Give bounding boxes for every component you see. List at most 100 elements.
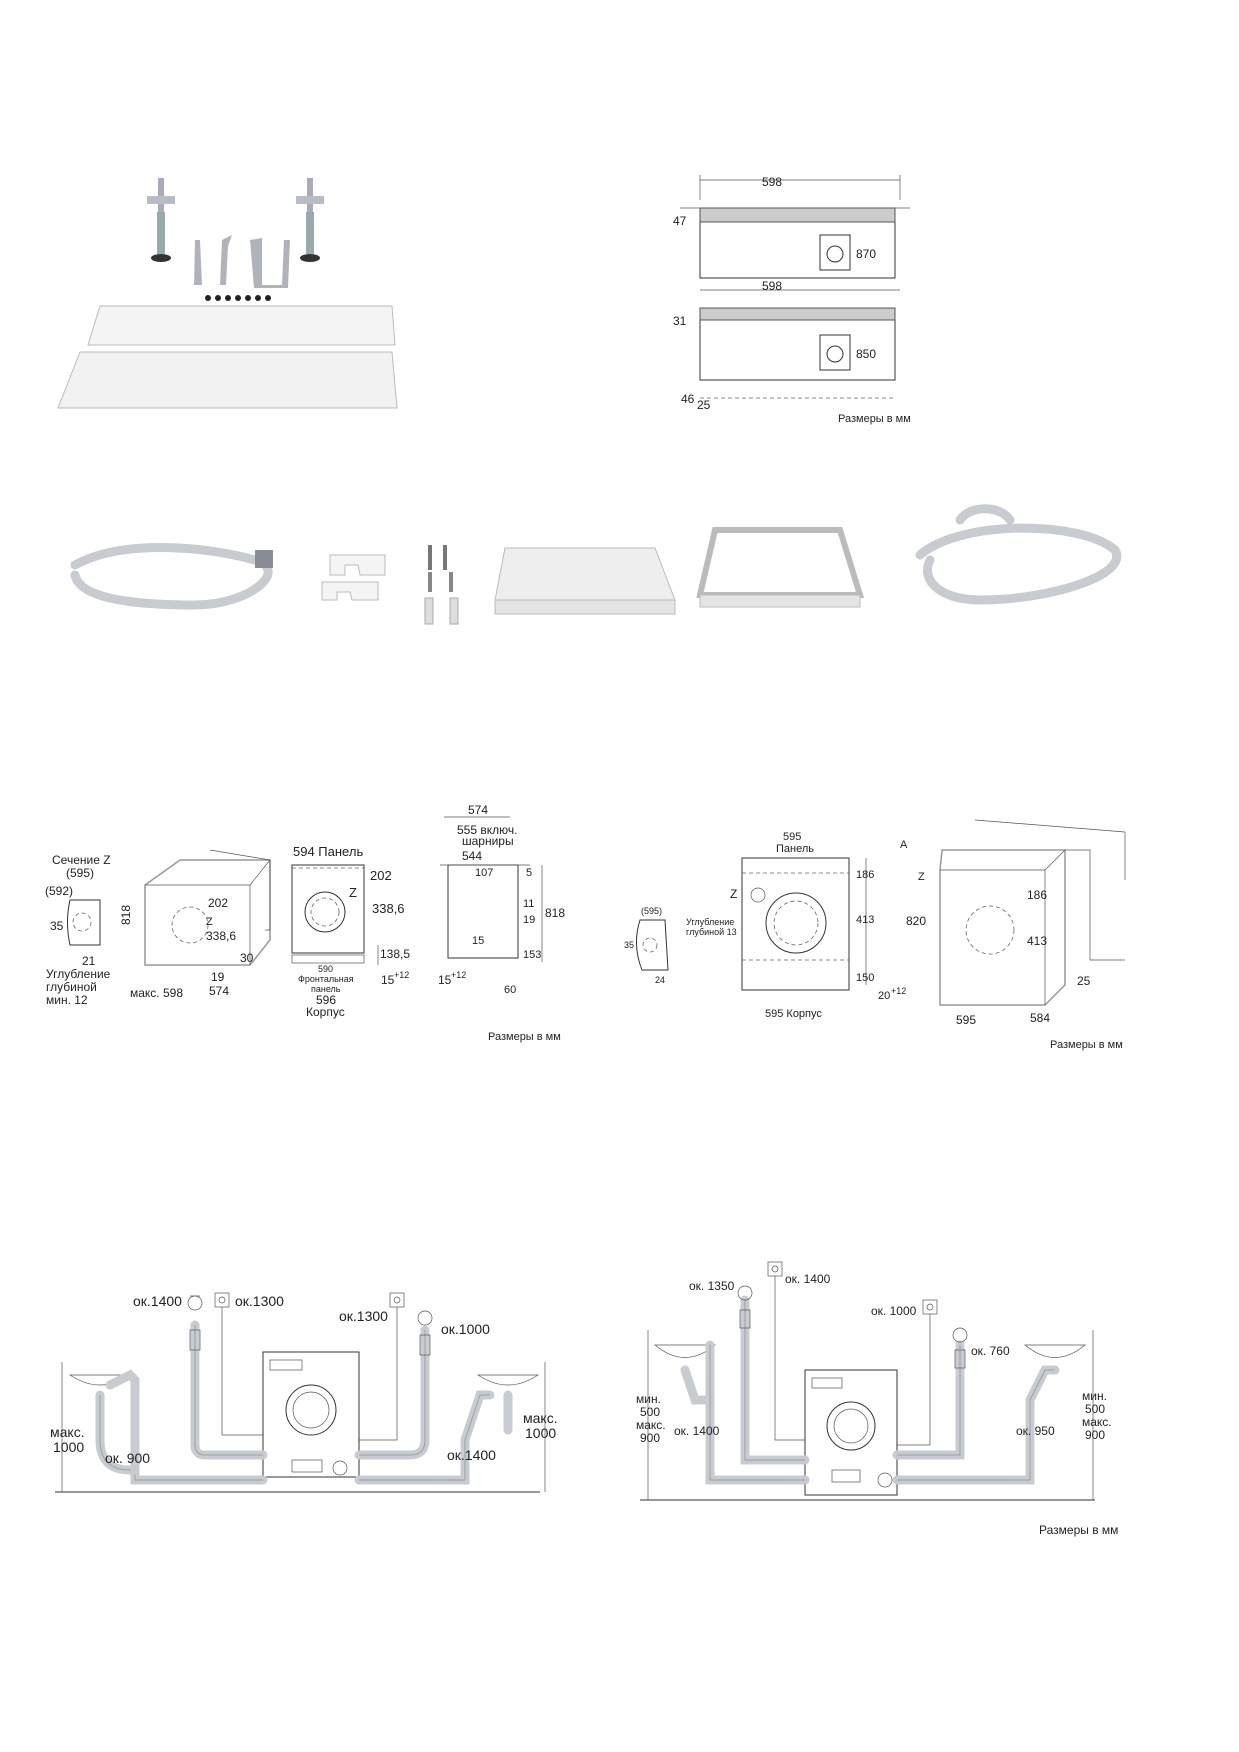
recess-label-3: мин. 12 [46,993,88,1007]
recess-label-1: Углубление [46,967,111,981]
dim-413-b: 413 [1027,934,1047,948]
dim-820: 820 [906,914,926,928]
dim-598-lower: 598 [762,279,782,293]
dim-186-a: 186 [856,869,874,881]
installation-dimensions-left: Сечение Z (595) (592) 35 21 Углубление г… [45,803,565,1043]
installation-dimensions-right: 595 Панель Z 186 413 150 20 +12 595 Корп… [624,819,1126,1051]
ok-1000: ок.1000 [441,1321,490,1337]
dim-574: 574 [468,803,488,817]
stacking-kit-drawer-icon [494,547,676,615]
dim-5: 5 [526,867,532,879]
mounting-kit-illustration [57,178,398,409]
inlet-hose-icon [70,543,273,610]
dim-1385: 138,5 [380,947,410,961]
dim-35: 35 [50,919,64,933]
dim-20: 20 [878,990,890,1002]
ok-1400-r-a: ок. 1400 [785,1272,831,1286]
ok-1300-b: ок.1300 [339,1308,388,1324]
ok-1000-r: ок. 1000 [871,1304,917,1318]
dim-19-b: 19 [523,914,535,926]
bracket-left-icon [194,235,232,285]
panel-label: Панель [776,843,814,855]
screws-anchors-icon [424,545,459,625]
foot-right-icon [296,178,324,262]
units-label-3: Размеры в мм [1050,1039,1123,1051]
ok-1400-b: ок.1400 [447,1447,496,1463]
units-label-4: Размеры в мм [1039,1523,1118,1537]
units-label-2: Размеры в мм [488,1031,561,1043]
foot-left-icon [147,178,175,262]
dim-592-paren: (592) [45,884,73,898]
dim-150: 150 [856,972,874,984]
dim-31: 31 [673,314,687,328]
dim-21: 21 [82,954,96,968]
plinth-panels-icon [57,305,398,409]
dim-595-small: (595) [641,906,662,916]
dim-186-b: 186 [1027,888,1047,902]
dim-35-small: 35 [624,940,634,950]
dim-15-c: 15 [472,935,484,947]
max-right-1: макс. [523,1410,558,1426]
dim-818-a: 818 [119,905,133,925]
plus12-b: +12 [451,970,466,980]
plumbing-diagram-left: ок.1400 ок.1300 ок.1300 ок.1000 макс. 10… [50,1292,558,1493]
plumbing-diagram-right: ок. 1350 ок. 1400 ок. 1000 ок. 760 мин. … [636,1261,1118,1537]
dim-202-a: 202 [208,896,228,910]
dim-107: 107 [475,867,493,879]
dim-584: 584 [1030,1011,1050,1025]
dim-46: 46 [681,392,695,406]
dim-202-b: 202 [370,868,392,883]
recess-r-1: Углубление [686,917,734,927]
ok-760: ок. 760 [971,1344,1010,1358]
dim-555-a: 555 включ. [457,823,517,837]
ok-950: ок. 950 [1016,1424,1055,1438]
front-panel-1: Фронтальная [298,974,354,984]
dim-595-panel: 595 [783,831,801,843]
max-598: макс. 598 [130,986,183,1000]
panel-594: 594 Панель [293,844,363,859]
min-left-4: 900 [640,1431,660,1445]
panel-dimensions-drawing: 598 47 870 598 31 850 46 25 Размеры в мм [673,175,911,425]
min-right-4: 900 [1085,1428,1105,1442]
plus12-c: +12 [891,986,906,996]
body-label: Корпус [306,1005,345,1019]
recess-r-2: глубиной 13 [686,927,737,937]
bracket-right-icon [250,238,290,288]
dim-3386-a: 338,6 [206,929,236,943]
stacking-frame-icon [696,527,865,608]
dim-544: 544 [462,849,482,863]
max-left-2: 1000 [53,1439,84,1455]
min-right-1: мин. [1082,1389,1107,1403]
dim-850: 850 [856,347,876,361]
min-left-1: мин. [636,1392,661,1406]
ok-1350: ок. 1350 [689,1279,735,1293]
min-left-2: 500 [640,1405,660,1419]
dim-574-b: 574 [209,984,229,998]
z-marker-a: Z [206,916,213,928]
z-marker-b: Z [349,885,357,900]
section-z-label: Сечение Z [52,853,111,867]
recess-label-2: глубиной [46,980,97,994]
dim-818-b: 818 [545,906,565,920]
dim-870: 870 [856,247,876,261]
z-marker-iso: Z [918,871,925,883]
max-left-1: макс. [50,1424,85,1440]
dim-595-base: 595 [956,1013,976,1027]
fixing-plates-icon [321,554,386,601]
units-label-1: Размеры в мм [838,413,911,425]
dim-47: 47 [673,214,687,228]
dim-25-r: 25 [1077,974,1091,988]
dim-596: 596 [316,993,336,1007]
min-right-3: макс. [1082,1415,1112,1429]
dim-24-small: 24 [655,975,665,985]
dim-15-a: 15 [381,973,395,987]
marker-a: A [900,839,908,851]
dim-60: 60 [504,984,516,996]
ok-1400-a: ок.1400 [133,1293,182,1309]
dim-25: 25 [697,398,711,412]
ok-1400-r-b: ок. 1400 [674,1424,720,1438]
screws-row-icon [205,295,271,301]
dim-555-b: шарниры [462,834,514,848]
dim-595-paren: (595) [66,866,94,880]
